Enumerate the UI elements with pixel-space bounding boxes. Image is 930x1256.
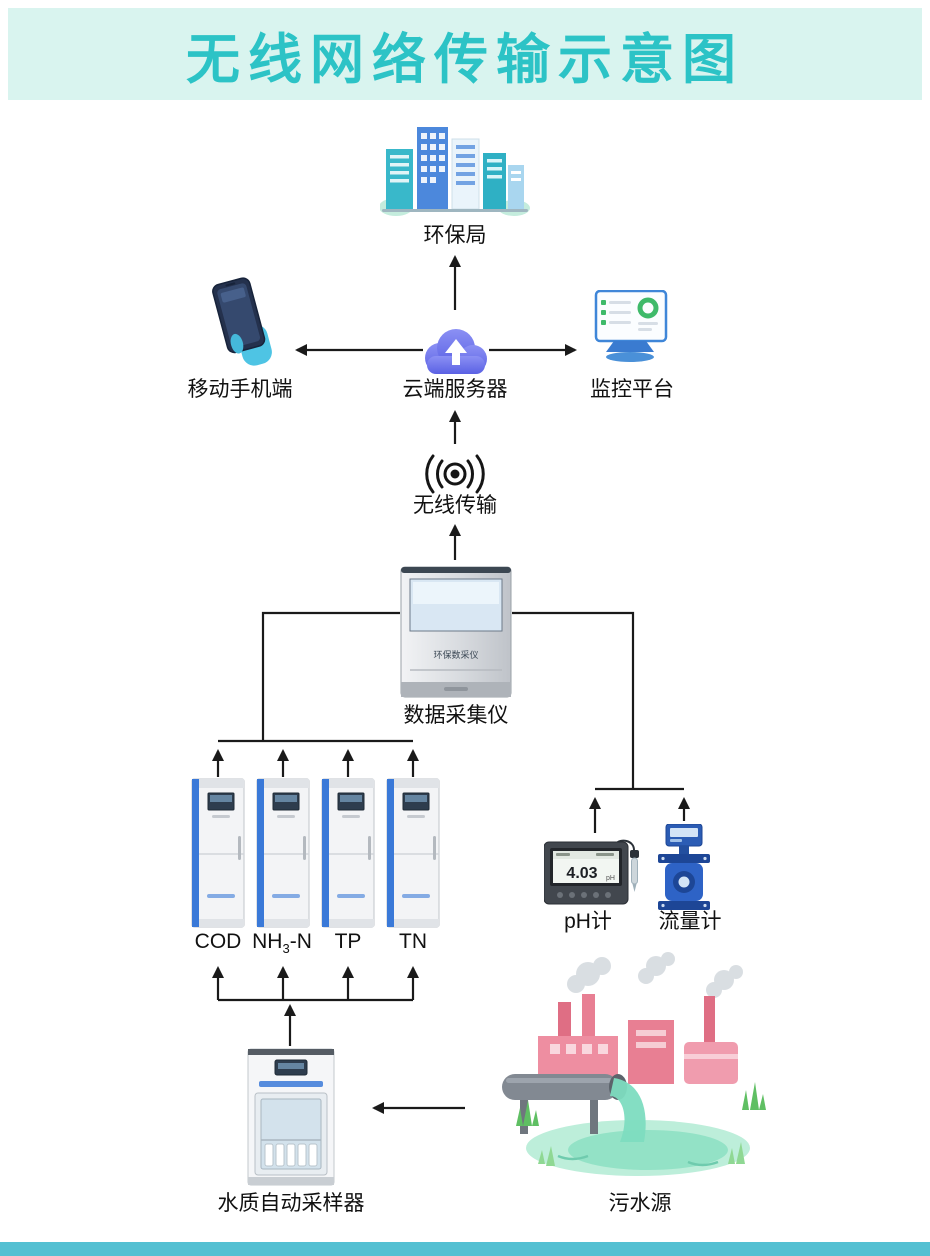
analyzer-tp-label: TP (334, 930, 362, 953)
epa-label: 环保局 (423, 224, 487, 247)
analyzer-nh3n-device (256, 778, 310, 928)
analyzer-nh3n-label: NH3-N (252, 930, 312, 956)
analyzer-illustration (321, 778, 375, 928)
grass-tufts (516, 1082, 766, 1126)
mobile-phone-icon (196, 276, 286, 371)
analyzer-illustration (256, 778, 310, 928)
analyzer-cod-label: COD (194, 930, 242, 953)
bus-collector-left (261, 611, 400, 741)
ph-electrode (630, 850, 639, 858)
data-collector-device: 环保数采仪 (400, 566, 512, 698)
wifi-illustration (425, 454, 485, 494)
analyzer-tn-device (386, 778, 440, 928)
collector-panel-text: 环保数采仪 (433, 649, 478, 660)
mobile-label: 移动手机端 (187, 378, 293, 401)
cloud-label: 云端服务器 (402, 378, 508, 401)
waste-water-flow (610, 1078, 646, 1142)
ph-meter-illustration: 4.03 pH (544, 839, 639, 905)
smoke-puffs (567, 952, 743, 998)
analyzer-illustration (191, 778, 245, 928)
analyzer-tn-label: TN (399, 930, 427, 953)
epa-buildings-icon (380, 113, 530, 218)
flow-meter-illustration (658, 824, 710, 910)
cloud-server-icon (415, 322, 495, 380)
sample-bottles (264, 1143, 318, 1167)
sewage-source-illustration (498, 950, 778, 1188)
phone-illustration (212, 277, 272, 366)
monitor-illustration (594, 290, 668, 362)
collector-illustration: 环保数采仪 (400, 566, 512, 698)
flow-meter-label: 流量计 (658, 910, 722, 933)
nh3n-pre: NH (252, 930, 283, 953)
sewage-illustration (502, 952, 766, 1176)
wireless-signal-icon (420, 448, 490, 494)
monitor-platform-icon (580, 290, 680, 372)
water-sampler-device (247, 1048, 335, 1186)
analyzer-tp-device (321, 778, 375, 928)
wireless-label: 无线传输 (413, 494, 497, 517)
nh3n-sub: 3 (282, 941, 290, 957)
flow-meter-device (652, 824, 716, 914)
ph-meter-device: 4.03 pH (544, 836, 644, 911)
upload-arrow-icon (445, 339, 467, 365)
buildings-illustration (380, 127, 530, 216)
sampler-label: 水质自动采样器 (217, 1192, 365, 1215)
collector-label: 数据采集仪 (403, 704, 509, 727)
sampler-illustration (247, 1048, 335, 1186)
ph-unit: pH (606, 875, 615, 882)
bus-collector-right (512, 611, 635, 789)
ph-reading: 4.03 (566, 865, 597, 882)
monitor-label: 监控平台 (590, 378, 674, 401)
footer-bar (0, 1242, 930, 1256)
header-banner: 无线网络传输示意图 (8, 8, 922, 100)
analyzer-illustration (386, 778, 440, 928)
sewage-label: 污水源 (608, 1192, 672, 1215)
page-title: 无线网络传输示意图 (186, 29, 744, 90)
cloud-illustration (425, 329, 487, 374)
factory-buildings (538, 994, 738, 1084)
ph-meter-label: pH计 (564, 910, 612, 933)
analyzer-cod-device (191, 778, 245, 928)
nh3n-post: -N (289, 930, 312, 953)
